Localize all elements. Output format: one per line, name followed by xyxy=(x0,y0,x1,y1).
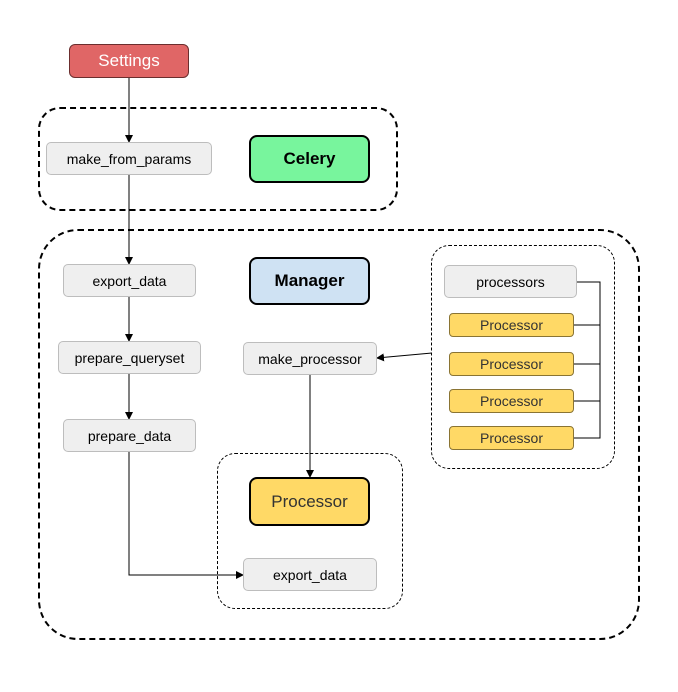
export-data-node: export_data xyxy=(63,264,196,297)
processor-item: Processor xyxy=(449,426,574,450)
export-data-final-node: export_data xyxy=(243,558,377,591)
make-processor-node: make_processor xyxy=(243,342,377,375)
celery-node: Celery xyxy=(249,135,370,183)
settings-node: Settings xyxy=(69,44,189,78)
prepare-data-node: prepare_data xyxy=(63,419,196,452)
prepare-queryset-node: prepare_queryset xyxy=(58,341,201,374)
processor-item: Processor xyxy=(449,313,574,337)
processor-item: Processor xyxy=(449,389,574,413)
processor-item: Processor xyxy=(449,352,574,376)
celery-group xyxy=(38,107,398,211)
processor-node: Processor xyxy=(249,477,370,526)
edge-processors-make-processor xyxy=(376,352,433,362)
edge-prepare-data-export-data xyxy=(128,452,244,579)
manager-node: Manager xyxy=(249,257,370,305)
processors-bracket xyxy=(574,281,601,439)
processors-node: processors xyxy=(444,265,577,298)
make-from-params-node: make_from_params xyxy=(46,142,212,175)
processors-group xyxy=(431,245,615,469)
manager-group xyxy=(38,229,640,640)
